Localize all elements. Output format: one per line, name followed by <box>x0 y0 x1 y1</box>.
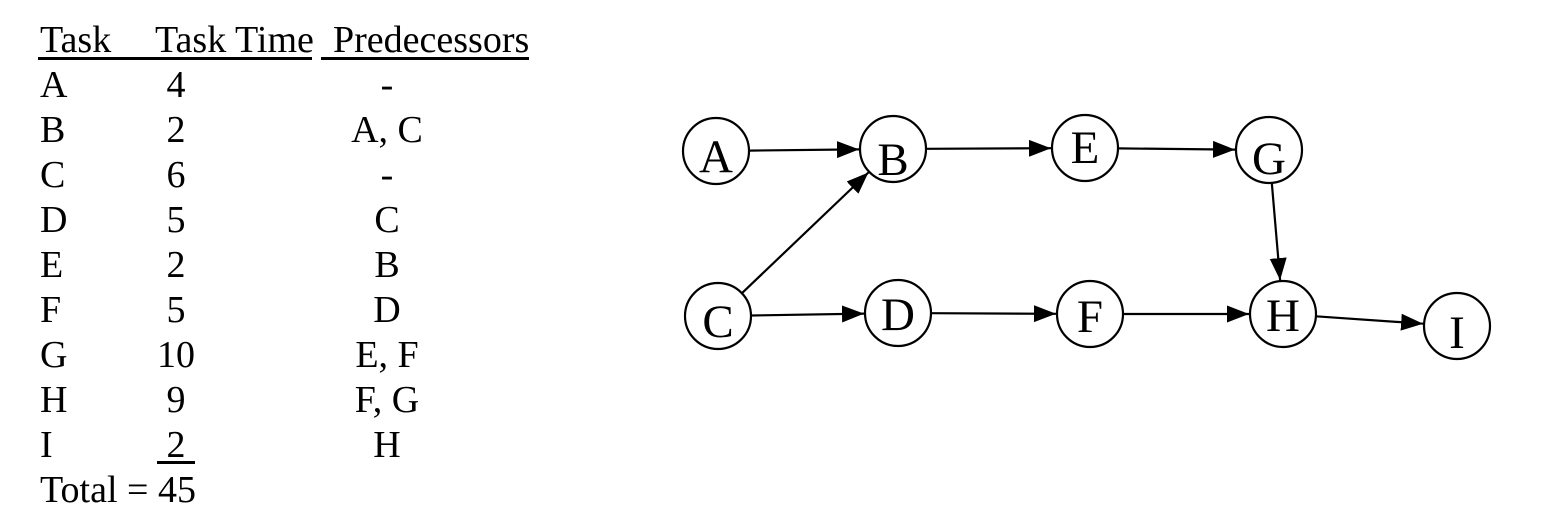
predecessors-cell: - <box>380 64 394 106</box>
diagram-node-G: G <box>1234 115 1304 185</box>
edge-E-to-G <box>1117 140 1236 158</box>
diagram-node-F: F <box>1055 279 1125 349</box>
header-task-time: Task Time <box>155 19 314 61</box>
task-cell: F <box>40 289 62 331</box>
task-time-value: 2 <box>157 424 195 466</box>
task-time-value: 5 <box>166 199 186 241</box>
node-label-B: B <box>877 134 908 186</box>
node-circle-D <box>863 278 933 348</box>
node-circle-G <box>1234 115 1304 185</box>
task-time-cell: 5 <box>148 288 204 333</box>
edges-layer <box>741 139 1424 331</box>
diagram-node-E: E <box>1050 113 1120 183</box>
node-circle-B <box>858 114 928 184</box>
predecessors-cell: A, C <box>351 109 423 151</box>
node-label-I: I <box>1449 307 1465 359</box>
nodes-layer: A B E G C D F H I <box>681 113 1492 361</box>
edge-C-to-D <box>750 305 865 323</box>
task-time-cell: 10 <box>148 333 204 378</box>
node-label-D: D <box>881 289 915 341</box>
task-cell: A <box>40 64 68 106</box>
node-label-F: F <box>1077 291 1103 343</box>
task-cell: B <box>40 109 66 151</box>
predecessors-cell: F, G <box>354 379 420 421</box>
task-time-value: 2 <box>166 109 186 151</box>
node-label-H: H <box>1266 290 1300 342</box>
node-label-G: G <box>1252 133 1286 185</box>
node-circle-A <box>681 116 751 186</box>
diagram-node-A: A <box>681 116 751 186</box>
node-label-E: E <box>1071 122 1100 174</box>
task-time-cell: 2 <box>148 243 204 288</box>
node-circle-C <box>683 281 753 351</box>
task-time-value: 10 <box>157 334 195 376</box>
node-circle-E <box>1050 113 1120 183</box>
header-underline-left <box>38 57 312 60</box>
task-cell: H <box>40 379 68 421</box>
task-time-value: 5 <box>166 289 186 331</box>
task-time-cell: 2 <box>148 108 204 153</box>
header-predecessors: Predecessors <box>333 19 530 61</box>
diagram-node-D: D <box>863 278 933 348</box>
task-time-value: 9 <box>166 379 186 421</box>
task-time-value: 2 <box>166 244 186 286</box>
task-time-cell: 5 <box>148 198 204 243</box>
diagram-node-B: B <box>858 114 928 186</box>
task-cell: D <box>40 199 68 241</box>
diagram-node-C: C <box>683 281 753 351</box>
predecessors-cell: E, F <box>355 334 419 376</box>
edge-A-to-B <box>748 141 860 159</box>
edge-D-to-F <box>930 305 1057 323</box>
task-time-cell: 2 <box>148 423 204 468</box>
predecessors-cell: B <box>374 244 400 286</box>
header-underline-right <box>321 57 529 60</box>
task-cell: C <box>40 154 66 196</box>
diagram-node-H: H <box>1248 279 1318 349</box>
task-cell: I <box>40 424 53 466</box>
task-cell: G <box>40 334 68 376</box>
node-circle-F <box>1055 279 1125 349</box>
task-time-value: 4 <box>166 64 186 106</box>
node-circle-I <box>1422 291 1492 361</box>
task-time-value: 6 <box>166 154 186 196</box>
header-task: Task <box>40 19 112 61</box>
task-time-cell: 9 <box>148 378 204 423</box>
node-label-A: A <box>699 131 733 183</box>
total-label: Total = 45 <box>40 469 196 511</box>
node-label-C: C <box>702 296 733 348</box>
predecessors-cell: D <box>373 289 401 331</box>
edge-B-to-E <box>925 139 1052 157</box>
node-circle-H <box>1248 279 1318 349</box>
predecessors-cell: - <box>380 154 394 196</box>
task-cell: E <box>40 244 64 286</box>
edge-C-to-B <box>741 171 870 294</box>
edge-G-to-H <box>1269 182 1287 281</box>
diagram-node-I: I <box>1422 291 1492 361</box>
task-time-cell: 4 <box>148 63 204 108</box>
task-time-cell: 6 <box>148 153 204 198</box>
predecessors-cell: H <box>373 424 401 466</box>
predecessors-cell: C <box>374 199 400 241</box>
edge-H-to-I <box>1315 313 1424 331</box>
